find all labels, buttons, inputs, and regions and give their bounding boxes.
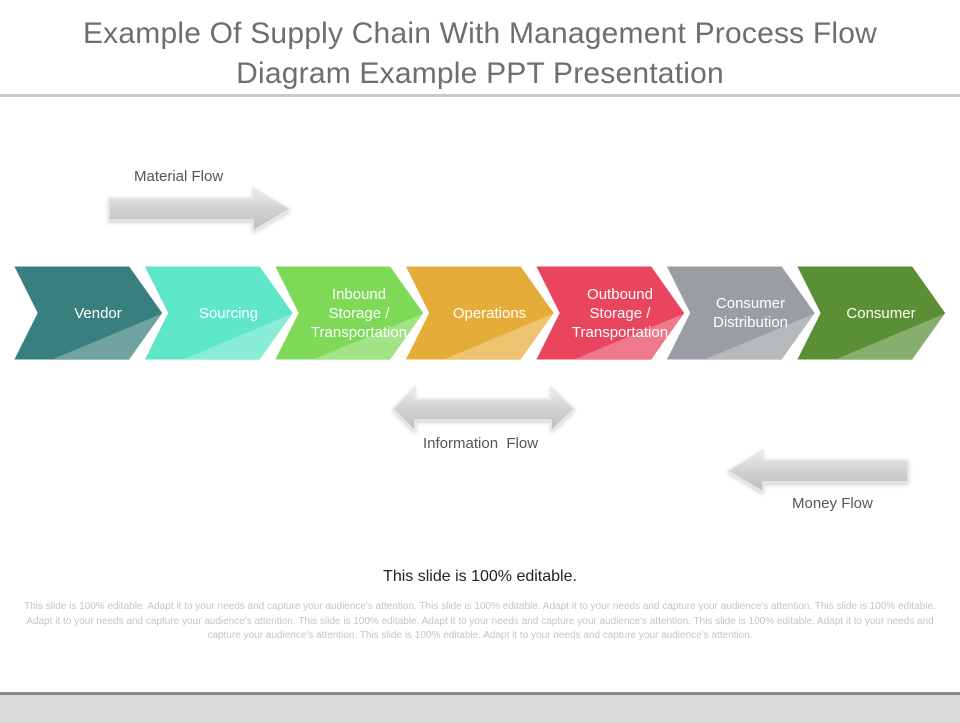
stage-label-line: Inbound	[331, 285, 387, 303]
stage-label-line: Consumer	[715, 295, 786, 312]
stage-label-line: Transportation	[571, 323, 669, 341]
chevron-sheen-1	[53, 314, 161, 359]
bottom-bar	[0, 692, 960, 723]
stage-label-1: Vendor	[32, 264, 164, 362]
chevron-sheen-3	[314, 314, 422, 359]
stage-label-text: Vendor	[74, 304, 122, 323]
stage-label-line: Vendor	[74, 304, 122, 322]
chevron-stage-7	[792, 263, 949, 363]
stage-label-line: Sourcing	[198, 304, 259, 322]
slide-title-line-1: Example Of Supply Chain With Management …	[82, 17, 878, 50]
chevron-stage-5	[531, 263, 688, 363]
money-flow-arrow	[726, 448, 909, 494]
chevron-stage-1	[9, 263, 166, 363]
stage-label-text: Consumer	[846, 304, 915, 323]
chevron-stage-4	[401, 263, 558, 363]
money-flow-label: Money Flow	[792, 495, 873, 512]
editable-notice: This slide is 100% editable.	[383, 568, 577, 585]
chevron-sheen-7	[836, 314, 944, 359]
stage-label-7: Consumer	[815, 264, 947, 362]
chevron-stage-3	[270, 263, 427, 363]
chevron-stage-2	[140, 263, 297, 363]
information-flow-label: Information Flow	[423, 435, 539, 452]
material-flow-arrow	[108, 186, 292, 233]
stage-label-line: Transportation	[310, 323, 408, 341]
stage-label-line: Storage /	[328, 304, 390, 322]
stage-label-text: Operations	[453, 304, 526, 323]
body-text: This slide is 100% editable. Adapt it to…	[24, 601, 936, 641]
chevron-sheen-6	[705, 314, 814, 359]
title-divider	[0, 94, 960, 97]
chevron-sheen-4	[444, 314, 553, 359]
material-flow-label: Material Flow	[134, 168, 224, 185]
stage-label-line: Outbound	[587, 285, 653, 303]
slide-title: Example Of Supply Chain With Management …	[0, 14, 960, 94]
chevron-sheen-5	[575, 314, 683, 359]
stage-label-line: Consumer	[846, 304, 916, 322]
stage-label-line: Distribution	[712, 314, 789, 331]
stage-label-4: Operations	[424, 264, 556, 362]
slide-title-line-2: Diagram Example PPT Presentation	[236, 57, 724, 90]
chevron-sheen-2	[183, 314, 292, 359]
stage-label-line: Operations	[452, 304, 527, 322]
stage-label-2: Sourcing	[163, 264, 295, 362]
stage-label-text: Sourcing	[199, 304, 258, 323]
information-flow-arrow	[391, 385, 576, 433]
chevron-stages	[9, 263, 949, 363]
stage-label-line: Storage /	[589, 304, 651, 322]
chevron-stage-6	[662, 263, 819, 363]
